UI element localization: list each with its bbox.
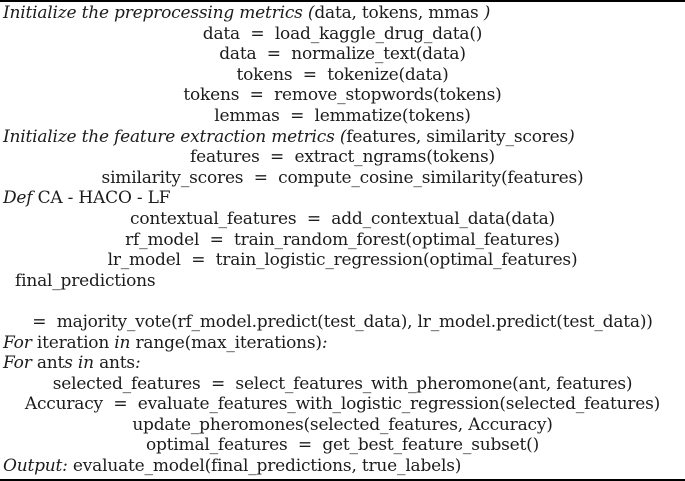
code-segment: : (134, 353, 141, 374)
code-segment: update_pheromones(selected_features, Acc… (132, 414, 553, 435)
code-segment: tokens = tokenize(data) (236, 64, 449, 85)
line-final-predictions: final_predictions (0, 271, 685, 292)
code-segment: optimal_features = get_best_feature_subs… (145, 435, 540, 456)
line-contextual-features: contextual_features = add_contextual_dat… (0, 209, 685, 230)
line-init-preprocessing: Initialize the preprocessing metrics (da… (0, 3, 685, 24)
line-output: Output: evaluate_model(final_predictions… (0, 456, 685, 477)
code-segment: in (114, 332, 136, 353)
code-segment: similarity_scores = compute_cosine_simil… (101, 167, 584, 188)
code-segment: lemmas = lemmatize(tokens) (214, 105, 471, 126)
code-segment: ) (483, 3, 491, 23)
code-segment: data = normalize_text(data) (219, 44, 466, 65)
code-segment: Def (3, 188, 33, 209)
line-majority-vote: = majority_vote(rf_model.predict(test_da… (0, 312, 685, 333)
code-segment: data, tokens, mmas (314, 3, 484, 23)
code-segment: contextual_features = add_contextual_dat… (130, 208, 555, 229)
line-load-data: data = load_kaggle_drug_data() (0, 24, 685, 45)
line-lemmatize: lemmas = lemmatize(tokens) (0, 106, 685, 127)
line-remove-stopwords: tokens = remove_stopwords(tokens) (0, 85, 685, 106)
line-update-pheromones: update_pheromones(selected_features, Acc… (0, 415, 685, 436)
code-segment: tokens = remove_stopwords(tokens) (183, 85, 502, 106)
code-segment: For (3, 332, 37, 353)
line-def-ca-haco-lf: Def CA - HACO - LF (0, 188, 685, 209)
code-segment: Initialize the preprocessing metrics ( (3, 3, 315, 23)
code-segment: : (321, 332, 328, 353)
code-segment: For (3, 353, 37, 374)
code-segment: ant (36, 353, 65, 374)
line-for-ants: For ants in ants: (0, 353, 685, 374)
code-segment: ) (568, 126, 575, 147)
line-tokenize: tokens = tokenize(data) (0, 65, 685, 86)
line-train-logistic-regression: lr_model = train_logistic_regression(opt… (0, 250, 685, 271)
code-segment: features, similarity_scores (346, 126, 569, 147)
code-segment: Initialize the feature extraction metric… (3, 126, 347, 147)
code-segment: data = load_kaggle_drug_data() (202, 23, 483, 44)
code-segment: selected_features = select_features_with… (52, 373, 633, 394)
code-segment: s in (64, 353, 100, 374)
code-segment: = majority_vote(rf_model.predict(test_da… (32, 311, 653, 332)
code-segment: rf_model = train_random_forest(optimal_f… (125, 229, 560, 250)
code-segment: Accuracy = evaluate_features_with_logist… (24, 394, 661, 415)
line-cosine-similarity: similarity_scores = compute_cosine_simil… (0, 168, 685, 189)
line-extract-ngrams: features = extract_ngrams(tokens) (0, 147, 685, 168)
line-train-random-forest: rf_model = train_random_forest(optimal_f… (0, 230, 685, 251)
code-segment: evaluate_model(final_predictions, true_l… (67, 456, 462, 477)
line-blank (0, 291, 685, 312)
code-segment: range(max_iterations) (135, 332, 323, 353)
line-evaluate-accuracy: Accuracy = evaluate_features_with_logist… (0, 394, 685, 415)
code-segment: features = extract_ngrams(tokens) (190, 147, 495, 168)
line-select-features: selected_features = select_features_with… (0, 374, 685, 395)
code-segment: ants (99, 353, 135, 374)
code-segment: Output: (3, 456, 68, 477)
code-segment: final_predictions (15, 270, 156, 291)
line-for-iteration: For iteration in range(max_iterations): (0, 333, 685, 354)
code-segment: lr_model = train_logistic_regression(opt… (107, 250, 578, 271)
code-segment: iteration (36, 332, 115, 353)
line-normalize-text: data = normalize_text(data) (0, 44, 685, 65)
code-segment: CA - HACO - LF (32, 188, 171, 209)
line-optimal-features: optimal_features = get_best_feature_subs… (0, 435, 685, 456)
line-init-feature-extraction: Initialize the feature extraction metric… (0, 127, 685, 148)
